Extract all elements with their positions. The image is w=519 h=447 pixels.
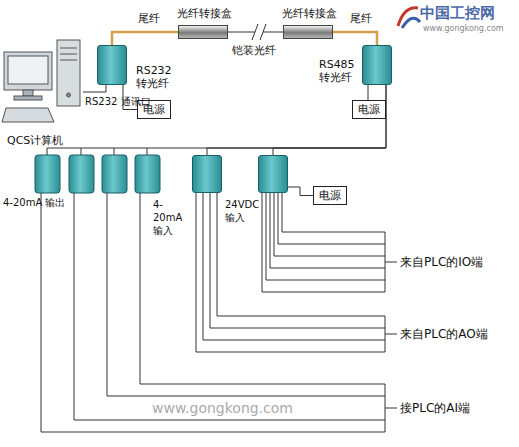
logo-icon — [398, 8, 420, 28]
bus-and-wires — [41, 148, 397, 432]
power-box: 电源 — [313, 186, 347, 205]
converter-module: RS232 转光纤 — [97, 45, 127, 85]
wire — [83, 85, 106, 92]
label: 接PLC的AI端 — [400, 401, 470, 415]
fiber-box: 光纤转接盒 — [178, 25, 228, 39]
label: RS232 通讯口 — [85, 96, 121, 108]
wire — [368, 85, 369, 100]
io-module: 4-20mA 输入 — [192, 155, 222, 193]
logo-text: www.gongkong.com — [423, 24, 504, 33]
watermark: www.gongkong.com — [150, 400, 295, 416]
label: 来自PLC的AO端 — [400, 327, 488, 341]
node-text: 电源 — [138, 101, 170, 118]
io-module: 24VDC 输入 — [258, 155, 288, 193]
label: 来自PLC的IO端 — [400, 255, 483, 269]
label: 尾纤 — [138, 12, 160, 25]
node-text: 4-20mA 输入 — [153, 198, 191, 237]
output-modules — [35, 155, 160, 193]
label: 尾纤 — [350, 12, 372, 25]
node-text: RS485 转光纤 — [319, 58, 361, 84]
power-box: 电源 — [137, 100, 171, 119]
wire — [273, 85, 386, 155]
fiber-cable — [112, 32, 178, 45]
fiber-cable — [333, 32, 377, 45]
wire — [207, 85, 386, 155]
wire — [288, 187, 313, 196]
node-text: RS232 转光纤 — [136, 64, 178, 90]
node-text: 光纤转接盒 — [282, 7, 337, 20]
node-text: 电源 — [353, 101, 385, 118]
fiber-box: 光纤转接盒 — [283, 25, 333, 39]
wire — [123, 85, 137, 110]
node-text: QCS计算机 — [7, 134, 63, 147]
computer — [2, 40, 80, 122]
node-text: 电源 — [314, 187, 346, 204]
power-box: 电源 — [352, 100, 386, 119]
label: 铠装光纤 — [232, 44, 276, 57]
node-text: 光纤转接盒 — [177, 7, 232, 20]
computer: QCS计算机 — [3, 38, 83, 150]
converter-module: RS485 转光纤 — [362, 45, 392, 85]
logo-text: 中国工控网 — [420, 5, 495, 22]
node-text: 24VDC 输入 — [225, 198, 259, 224]
label: 4-20mA 输出 — [3, 197, 39, 209]
